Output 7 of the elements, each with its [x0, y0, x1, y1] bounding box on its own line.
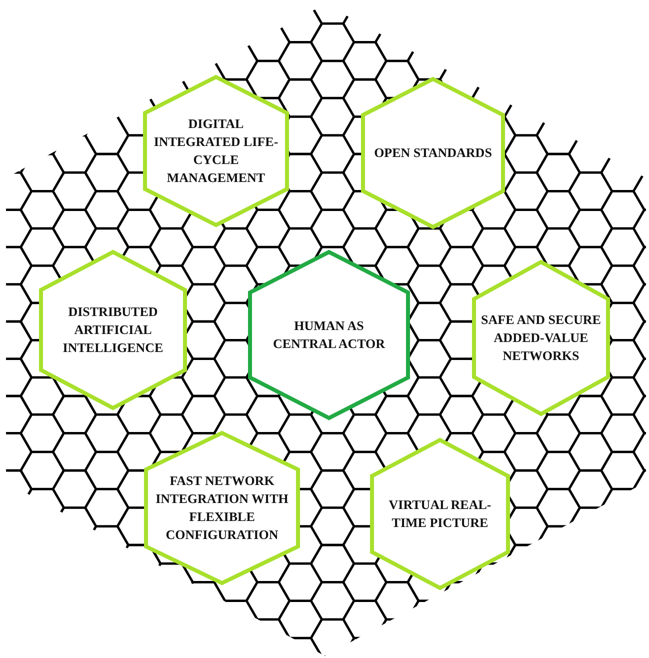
hexagon-label: OPEN STANDARDS — [373, 144, 493, 162]
hexagon-label: HUMAN AS CENTRAL ACTOR — [272, 317, 386, 353]
hexagon-label: SAFE AND SECURE ADDED-VALUE NETWORKS — [480, 311, 602, 365]
hexagon-label: DISTRIBUTED ARTIFICIAL INTELLIGENCE — [62, 303, 164, 357]
hexagon-label: VIRTUAL REAL-TIME PICTURE — [388, 496, 492, 532]
hexagon-label: DIGITAL INTEGRATED LIFE-CYCLE MANAGEMENT — [152, 115, 280, 187]
hexagon-label: FAST NETWORK INTEGRATION WITH FLEXIBLE CONFIGURATION — [154, 472, 290, 544]
